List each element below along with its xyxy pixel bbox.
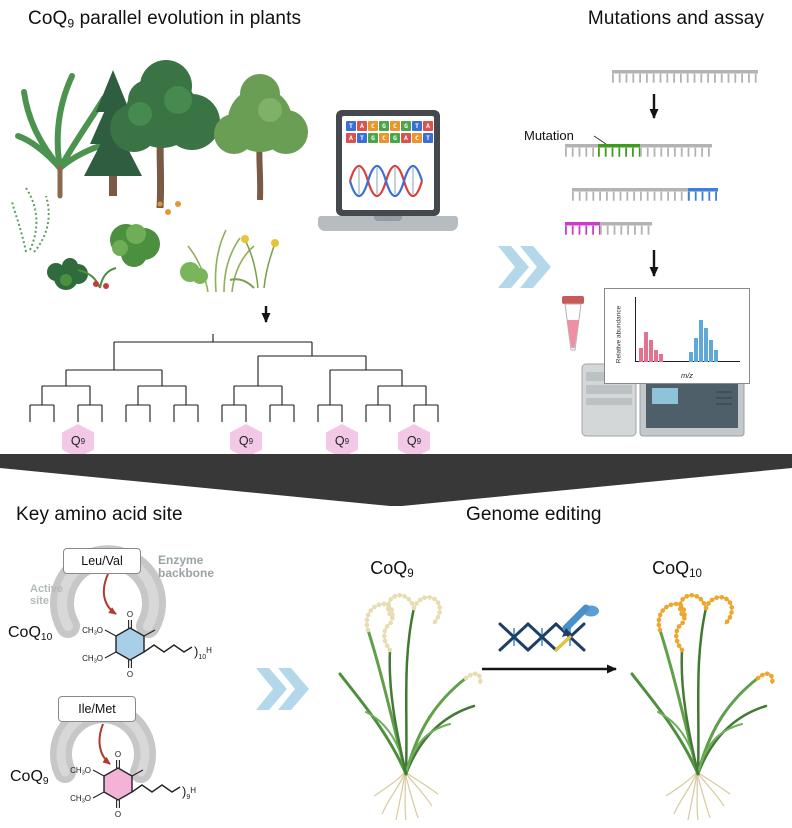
banana-plant-icon xyxy=(15,73,109,199)
rice-plant-coq10 xyxy=(622,580,772,825)
dna-strand-icon xyxy=(498,622,586,652)
tail-repeat-bracket: )10H xyxy=(194,644,212,661)
spectrum-plot-area xyxy=(635,297,740,362)
coq10-structure-label: CoQ10 xyxy=(8,624,53,643)
mutation-pointer-line xyxy=(593,135,607,145)
rice-plant-coq9 xyxy=(330,580,480,825)
residue-ile-met: Ile/Met xyxy=(58,696,136,722)
phylogenetic-tree xyxy=(29,334,439,422)
dna-fragment-3-with-mutation xyxy=(572,188,718,201)
dna-fragment-1 xyxy=(612,70,758,83)
tail-repeat-bracket: )9H xyxy=(182,784,196,801)
dna-helix-icon xyxy=(348,164,424,198)
gene-editing-icon xyxy=(498,604,599,652)
isoprenoid-tail xyxy=(131,784,181,793)
isoprenoid-tail xyxy=(143,644,193,653)
spectrum-pink-peaks xyxy=(639,332,663,362)
residue-leu-val: Leu/Val xyxy=(63,548,141,574)
key-site-title: Key amino acid site xyxy=(16,504,183,525)
mutations-title: Mutations and assay xyxy=(587,8,765,29)
mutation-panel-illustration xyxy=(565,70,758,277)
coq9-plant-label: CoQ9 xyxy=(370,558,414,581)
editing-pen-icon xyxy=(562,604,599,637)
small-shrub-icon xyxy=(180,262,208,284)
evolution-title-rest: parallel evolution in plants xyxy=(74,8,302,29)
ubiquinone-9-structure: O O CH3O CH3O )9H xyxy=(70,750,196,819)
leafy-greens-icon xyxy=(47,258,88,290)
dna-fragment-2-with-mutation xyxy=(565,135,712,157)
chevron-right-top-icon xyxy=(498,246,551,288)
grass-icon xyxy=(187,229,255,293)
tree-branches xyxy=(29,334,439,422)
fern-icon xyxy=(11,187,50,253)
chevron-right-bottom-icon xyxy=(256,668,309,710)
mutation-site-magenta xyxy=(565,222,600,226)
dandelion-icon xyxy=(229,235,279,289)
genome-editing-title: Genome editing xyxy=(466,504,602,525)
spectrum-blue-peaks xyxy=(689,320,718,362)
carbonyl-o-bottom: O xyxy=(127,670,133,679)
coq10-plant-label: CoQ10 xyxy=(652,558,702,581)
round-tree-icon xyxy=(214,74,308,201)
mutation-site-green xyxy=(598,144,640,148)
sample-tube-icon xyxy=(562,296,584,351)
carbonyl-o-top: O xyxy=(115,750,121,759)
mutation-site-blue xyxy=(688,188,718,192)
evolution-title-text: CoQ xyxy=(28,8,68,29)
methoxy-label-top: CH3O xyxy=(70,766,91,777)
methoxy-label-top: CH3O xyxy=(82,626,103,637)
editing-arrow xyxy=(482,664,617,674)
methoxy-label-bottom: CH3O xyxy=(82,654,103,665)
mutation-label: Mutation xyxy=(524,128,574,143)
evolution-title: CoQ9 parallel evolution in plants xyxy=(28,8,301,30)
strawberry-plant-icon xyxy=(77,267,117,289)
enzyme-backbone-label: Enzyme backbone xyxy=(158,553,215,580)
plant-collage-illustration xyxy=(11,60,308,293)
edited-base-mark xyxy=(554,635,572,652)
broadleaf-tree-icon xyxy=(110,60,220,209)
dna-fragment-4-with-mutation xyxy=(565,222,652,235)
ubiquinone-10-structure: O O CH3O CH3O )10H xyxy=(82,610,212,679)
evolution-title-subscript: 9 xyxy=(67,16,75,31)
ms-screen xyxy=(652,388,678,404)
spectrum-xlabel: m/z xyxy=(680,371,694,380)
shrub-icon xyxy=(110,224,160,267)
wildflower-icon xyxy=(157,201,181,215)
residue-to-site-arrow xyxy=(102,573,117,615)
spectrum-chart: Relative abundance m/z xyxy=(604,288,750,384)
carbonyl-o-top: O xyxy=(127,610,133,619)
methoxy-label-bottom: CH3O xyxy=(70,794,91,805)
spectrum-ylabel: Relative abundance xyxy=(615,305,623,364)
funnel-arrow xyxy=(0,454,792,506)
carbonyl-o-bottom: O xyxy=(115,810,121,819)
down-arrow-to-tree xyxy=(261,306,271,323)
laptop-notch xyxy=(374,216,402,221)
active-site-label: Active site xyxy=(30,583,64,607)
laptop-base xyxy=(318,216,458,231)
coq9-structure-label: CoQ9 xyxy=(10,768,49,787)
residue-to-site-arrow xyxy=(98,723,111,765)
